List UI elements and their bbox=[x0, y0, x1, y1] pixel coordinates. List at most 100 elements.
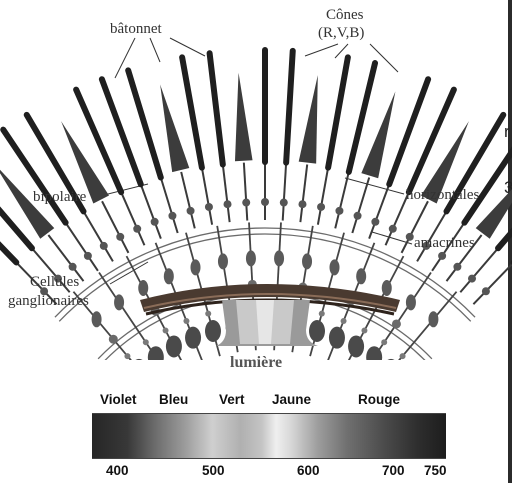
rod-cell bbox=[210, 53, 223, 164]
photoreceptor-stalk bbox=[283, 163, 286, 221]
leader-line bbox=[170, 38, 205, 56]
bipolar-cell bbox=[138, 280, 148, 296]
label-ganglionaires: ganglionaires bbox=[8, 294, 89, 310]
rod-cell bbox=[328, 57, 348, 167]
label-bipolaire: bipolaire bbox=[33, 190, 86, 206]
ganglion-cell bbox=[166, 335, 182, 357]
cone-cell bbox=[235, 73, 253, 161]
label-amacrines: amacrines bbox=[414, 236, 475, 252]
bipolar-cell bbox=[274, 250, 284, 266]
label-leader-lines bbox=[92, 38, 412, 284]
wavelength-400: 400 bbox=[106, 463, 129, 478]
amacrine-cell bbox=[392, 319, 401, 328]
bipolar-cell bbox=[330, 259, 340, 275]
rod-cell bbox=[182, 57, 202, 167]
photoreceptor-nucleus bbox=[69, 263, 77, 271]
ganglion-cell bbox=[205, 320, 221, 342]
photoreceptor-stalk bbox=[141, 184, 161, 238]
photoreceptor-nucleus bbox=[482, 287, 490, 295]
wavelength-500: 500 bbox=[202, 463, 225, 478]
label-cones: Cônes bbox=[326, 8, 364, 24]
bipolar-cell bbox=[356, 268, 366, 284]
photoreceptor-nucleus bbox=[438, 252, 446, 260]
photoreceptor-nucleus bbox=[468, 275, 476, 283]
photoreceptor-nucleus bbox=[84, 252, 92, 260]
ganglion-cell bbox=[348, 335, 364, 357]
amacrine-cell bbox=[109, 335, 118, 344]
leader-line bbox=[150, 38, 160, 62]
leader-line bbox=[305, 44, 338, 56]
bipolar-cell bbox=[246, 250, 256, 266]
photoreceptor-stalk bbox=[352, 178, 369, 233]
photoreceptor-nucleus bbox=[168, 212, 176, 220]
spectrum-label-jaune: Jaune bbox=[272, 392, 311, 407]
photoreceptor-nucleus bbox=[371, 218, 379, 226]
cone-cell bbox=[299, 75, 318, 164]
ganglion-cell bbox=[309, 320, 325, 342]
photoreceptor-stalk bbox=[369, 184, 389, 238]
photoreceptor-stalk bbox=[300, 164, 307, 222]
synapse-node bbox=[183, 318, 189, 324]
bipolar-cell bbox=[114, 294, 124, 310]
ganglion-cell bbox=[383, 359, 399, 360]
wavelength-600: 600 bbox=[297, 463, 320, 478]
leader-line bbox=[345, 178, 404, 194]
rod-cell bbox=[286, 51, 293, 163]
photoreceptor-stalk bbox=[121, 192, 144, 245]
photoreceptor-stalk bbox=[181, 172, 195, 228]
photoreceptor-nucleus bbox=[389, 225, 397, 233]
synapse-node bbox=[163, 328, 169, 334]
spectrum-label-violet: Violet bbox=[100, 392, 137, 407]
cone-cell bbox=[160, 84, 189, 172]
synapse-node bbox=[319, 311, 325, 317]
optic-stalk bbox=[256, 300, 274, 344]
ganglion-cell bbox=[185, 327, 201, 349]
label-lumiere: lumière bbox=[230, 354, 282, 372]
synapse-node bbox=[143, 339, 149, 345]
leader-line bbox=[115, 38, 135, 78]
photoreceptor-nucleus bbox=[406, 233, 414, 241]
bipolar-cell bbox=[218, 253, 228, 269]
photoreceptor-nucleus bbox=[100, 242, 108, 250]
photoreceptor-nucleus bbox=[453, 263, 461, 271]
photoreceptor-nucleus bbox=[224, 200, 232, 208]
wavelength-700: 700 bbox=[382, 463, 405, 478]
photoreceptor-stalk bbox=[161, 178, 178, 233]
photoreceptor-nucleus bbox=[280, 199, 288, 207]
photoreceptor-nucleus bbox=[317, 203, 325, 211]
bipolar-cell bbox=[302, 253, 312, 269]
photoreceptor-nucleus bbox=[205, 203, 213, 211]
photoreceptor-stalk bbox=[244, 163, 247, 221]
photoreceptor-stalk bbox=[223, 164, 230, 222]
photoreceptor-nucleus bbox=[116, 233, 124, 241]
synapse-node bbox=[381, 339, 387, 345]
photoreceptor-nucleus bbox=[261, 198, 269, 206]
wavelength-750: 750 bbox=[424, 463, 447, 478]
bipolar-cell bbox=[190, 259, 200, 275]
photoreceptor-nucleus bbox=[354, 212, 362, 220]
synapse-node bbox=[341, 318, 347, 324]
label-cones-rvb: (R,V,B) bbox=[318, 26, 364, 42]
bipolar-cell bbox=[92, 311, 102, 327]
photoreceptor-stalk bbox=[202, 168, 212, 225]
synapse-node bbox=[361, 328, 367, 334]
synapse-node bbox=[205, 311, 211, 317]
synapse-node bbox=[400, 353, 406, 359]
photoreceptor-stalk bbox=[335, 172, 349, 228]
photoreceptor-layer bbox=[0, 50, 512, 304]
ganglion-cell bbox=[329, 327, 345, 349]
label-horizontales: horizontales bbox=[406, 188, 479, 204]
visible-spectrum-bar bbox=[92, 413, 446, 459]
photoreceptor-nucleus bbox=[133, 225, 141, 233]
ganglion-cell bbox=[131, 359, 147, 360]
label-cellules: Cellules bbox=[30, 275, 79, 291]
spectrum-label-vert: Vert bbox=[219, 392, 245, 407]
photoreceptor-nucleus bbox=[242, 199, 250, 207]
bipolar-cell bbox=[382, 280, 392, 296]
synapse-node bbox=[124, 353, 130, 359]
photoreceptor-stalk bbox=[318, 168, 328, 225]
photoreceptor-nucleus bbox=[187, 207, 195, 215]
bipolar-cell bbox=[164, 268, 174, 284]
spectrum-label-rouge: Rouge bbox=[358, 392, 400, 407]
spectrum-label-bleu: Bleu bbox=[159, 392, 188, 407]
